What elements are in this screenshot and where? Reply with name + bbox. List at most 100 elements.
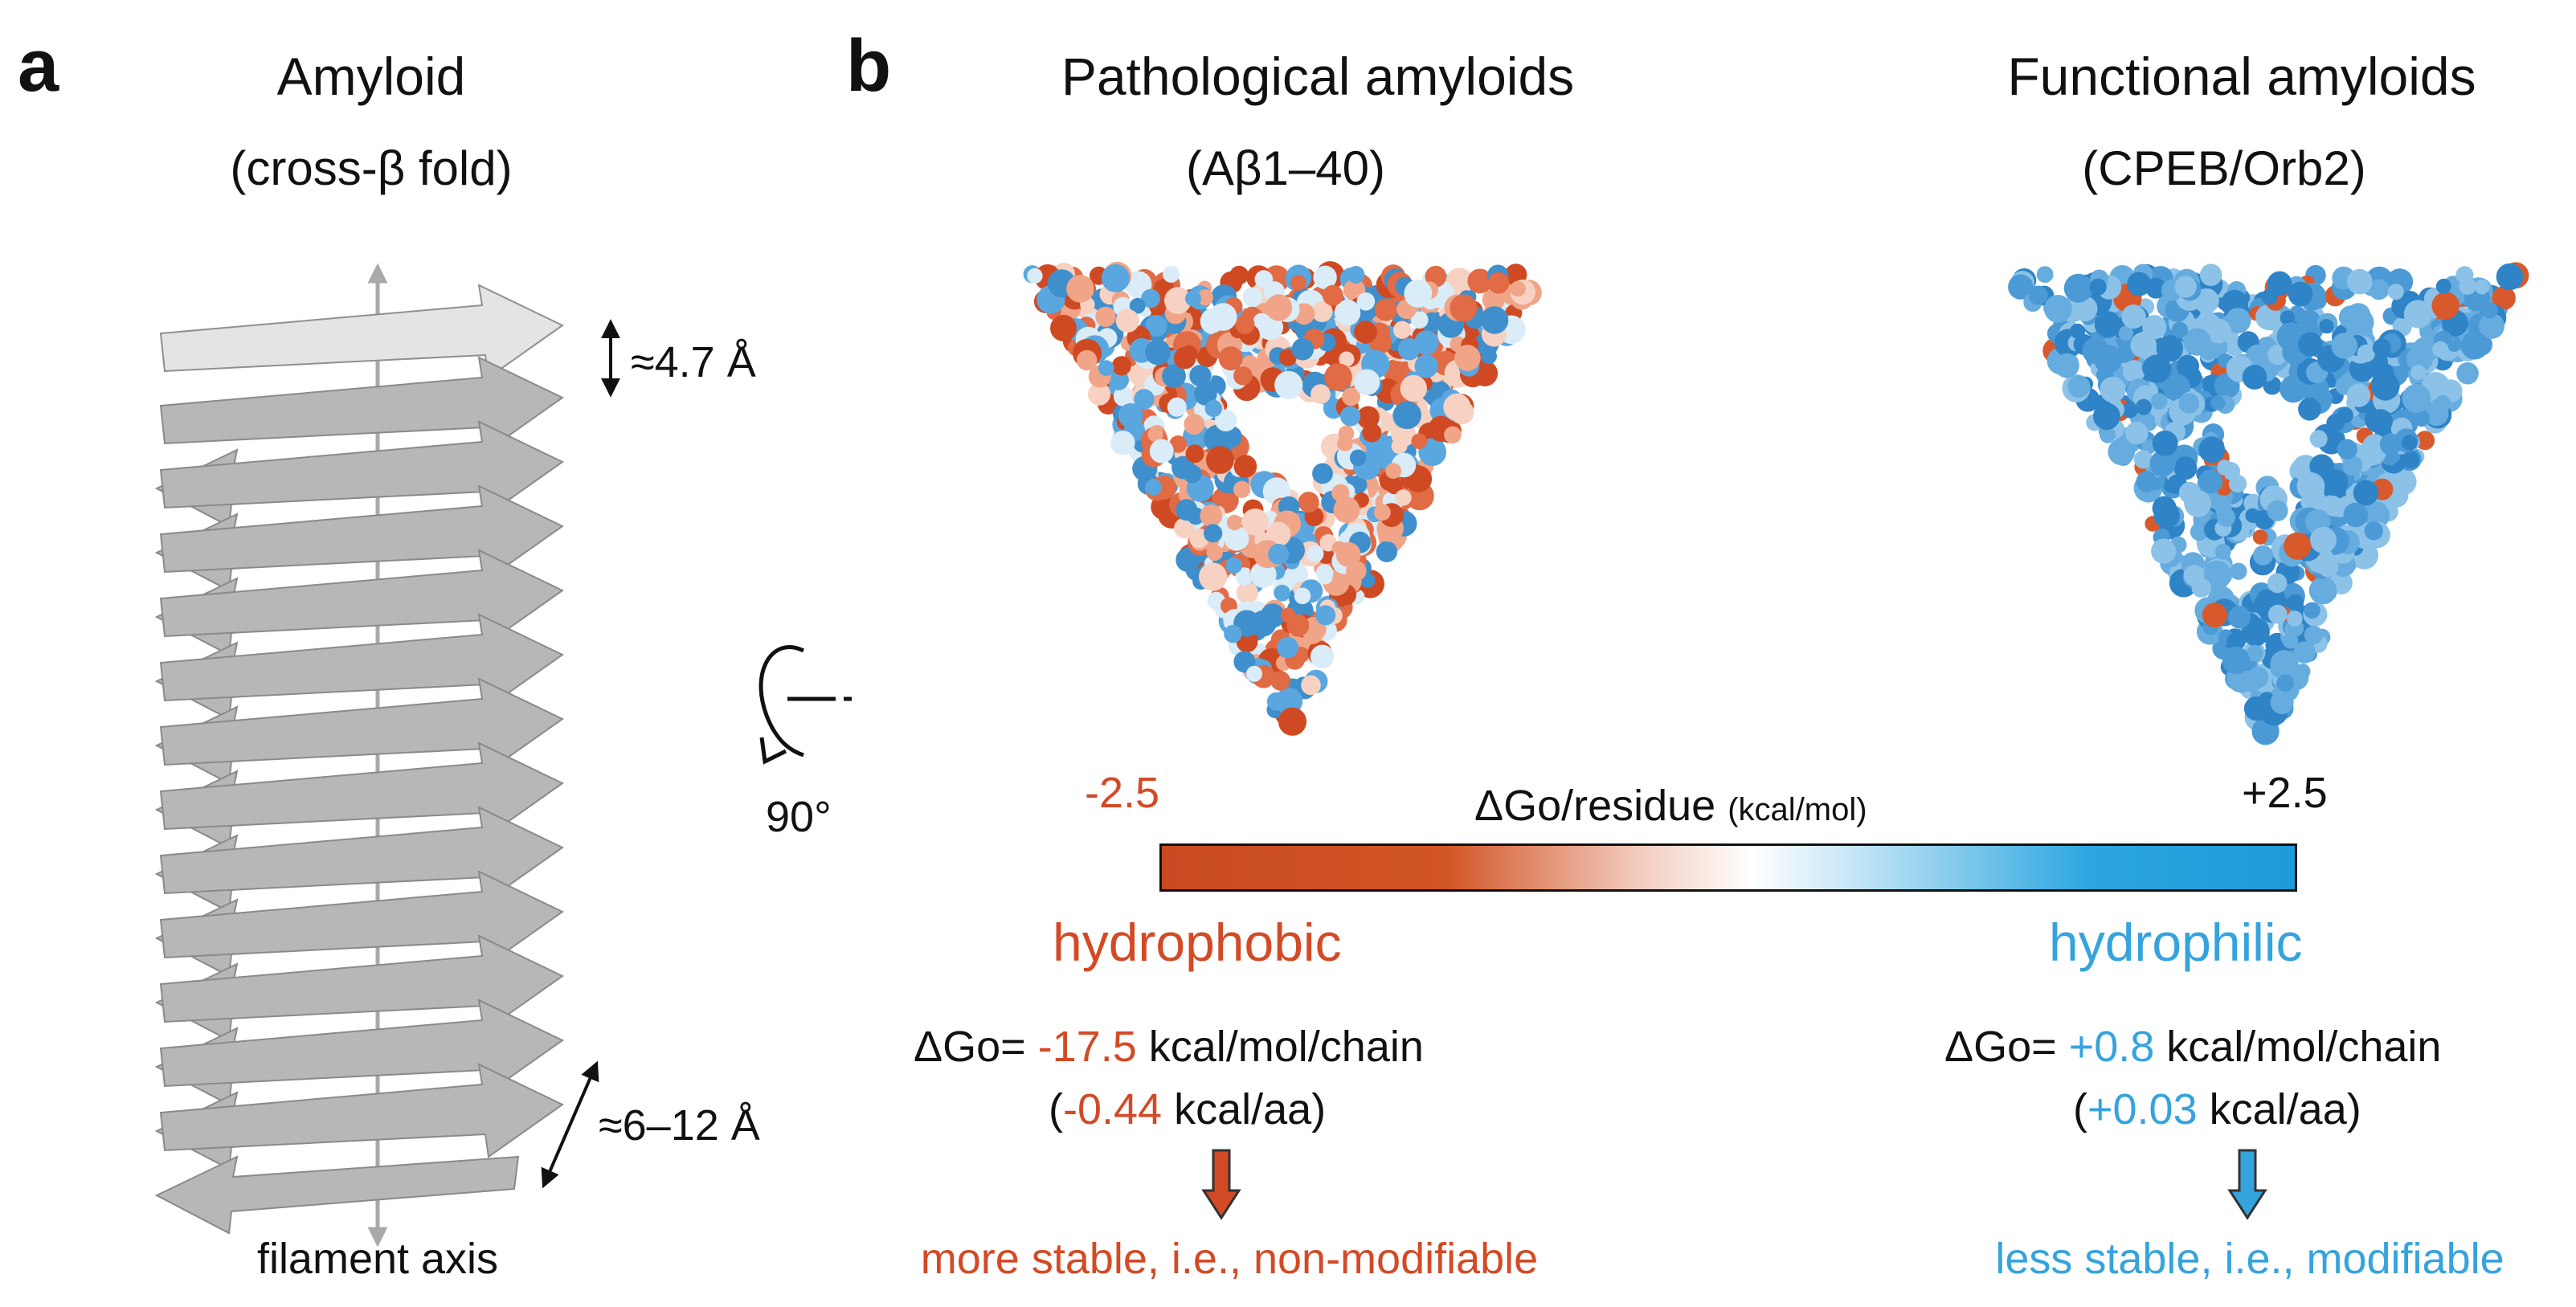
surface-atom [2295, 664, 2311, 680]
surface-atom [1324, 363, 1352, 391]
surface-atom [1277, 636, 1298, 659]
surface-atom [1185, 290, 1201, 307]
surface-atom [1226, 514, 1243, 531]
beta-strand-antiparallel [154, 1155, 520, 1235]
left-energy-value: -17.5 [1037, 1023, 1137, 1071]
surface-atom [2337, 439, 2357, 459]
surface-atom [1113, 386, 1135, 407]
beta-strand [159, 1063, 564, 1158]
surface-atom [1050, 314, 1077, 341]
scale-title: ΔGo/residue (kcal/mol) [1474, 784, 1867, 827]
surface-atom [2230, 562, 2247, 580]
surface-atom [1310, 384, 1331, 404]
surface-atom [2152, 430, 2178, 456]
surface-atom [1162, 364, 1186, 388]
right-energy-unit: kcal/mol/chain [2154, 1023, 2442, 1071]
surface-atom [1167, 397, 1187, 417]
surface-atom [1242, 287, 1263, 308]
surface-atom [1274, 584, 1290, 602]
surface-atom [1149, 439, 1174, 464]
surface-atom [1196, 289, 1213, 306]
surface-atom [1323, 284, 1343, 306]
surface-atom [2183, 565, 2205, 586]
surface-atom [2178, 393, 2200, 414]
surface-atom [2156, 335, 2184, 362]
surface-atom [2225, 308, 2251, 333]
surface-atom [1454, 345, 1481, 371]
surface-atom [1311, 300, 1333, 322]
surface-atom [1163, 265, 1180, 283]
surface-atom [1249, 610, 1277, 637]
surface-atom [2243, 493, 2263, 513]
surface-atom [1164, 287, 1192, 314]
surface-atom [2055, 353, 2079, 378]
surface-atom [2280, 310, 2296, 326]
scale-max-label: +2.5 [2242, 769, 2328, 817]
surface-atom [1286, 614, 1310, 637]
surface-atom [2432, 341, 2449, 358]
surface-atom [1510, 280, 1526, 297]
surface-atom [1333, 496, 1360, 524]
surface-atom [2242, 365, 2267, 390]
rotation-icon [758, 645, 852, 765]
surface-atom [2093, 402, 2120, 431]
surface-atom [2202, 602, 2227, 628]
surface-atom [1204, 399, 1222, 418]
surface-atom [2171, 321, 2189, 338]
surface-atom [2371, 372, 2400, 401]
surface-atom [1414, 330, 1439, 355]
surface-atom [1236, 582, 1258, 604]
surface-atom [2403, 300, 2432, 329]
surface-atom [2282, 633, 2299, 649]
surface-atom [2406, 345, 2433, 373]
surface-atom [1393, 401, 1421, 430]
surface-atom [1385, 463, 1401, 479]
surface-atom [1208, 303, 1237, 331]
surface-atom [2364, 521, 2383, 541]
surface-atom [2459, 277, 2476, 295]
surface-atom [2309, 430, 2328, 448]
right-title: Functional amyloids [2007, 47, 2476, 106]
surface-atom [1077, 349, 1098, 371]
surface-atom [2342, 455, 2363, 476]
surface-atom [1098, 360, 1114, 376]
right-energy-value: +0.8 [2068, 1023, 2155, 1071]
surface-atom [2174, 276, 2197, 298]
surface-atom [1356, 406, 1380, 429]
left-per-aa-line: (-0.44 kcal/aa) [1049, 1088, 1326, 1131]
surface-atom [1200, 504, 1223, 527]
surface-atom [1174, 517, 1195, 539]
surface-atom [2252, 529, 2268, 545]
left-per-aa-value: -0.44 [1062, 1085, 1163, 1133]
surface-atom [2284, 532, 2312, 560]
surface-atom [2431, 292, 2459, 320]
surface-atom [2118, 325, 2134, 341]
surface-atom [2121, 304, 2146, 329]
surface-atom [1185, 444, 1204, 464]
surface-atom [1356, 292, 1376, 311]
surface-atom [2122, 360, 2145, 383]
surface-atom [1249, 561, 1277, 588]
surface-atom [1334, 300, 1361, 326]
panel-b-letter: b [846, 25, 892, 107]
surface-atom [1268, 543, 1290, 565]
surface-atom [2288, 281, 2313, 307]
surface-atom [1246, 665, 1262, 682]
surface-atom [1337, 435, 1353, 451]
surface-atom [1374, 298, 1397, 321]
surface-atom [2276, 674, 2295, 692]
surface-atom [2108, 438, 2136, 466]
surface-atom [2178, 481, 2201, 504]
hydrophilic-label: hydrophilic [2049, 913, 2303, 972]
left-per-aa-open: ( [1049, 1085, 1063, 1133]
surface-atom [2145, 360, 2161, 376]
surface-atom [1241, 509, 1269, 536]
surface-atom [2304, 625, 2324, 645]
surface-atom [2100, 376, 2126, 403]
scale-title-units: (kcal/mol) [1728, 792, 1867, 827]
surface-atom [1487, 272, 1510, 294]
surface-atom [1173, 346, 1196, 370]
surface-atom [2368, 409, 2393, 434]
surface-atom [1290, 275, 1306, 291]
surface-atom [1254, 270, 1274, 288]
